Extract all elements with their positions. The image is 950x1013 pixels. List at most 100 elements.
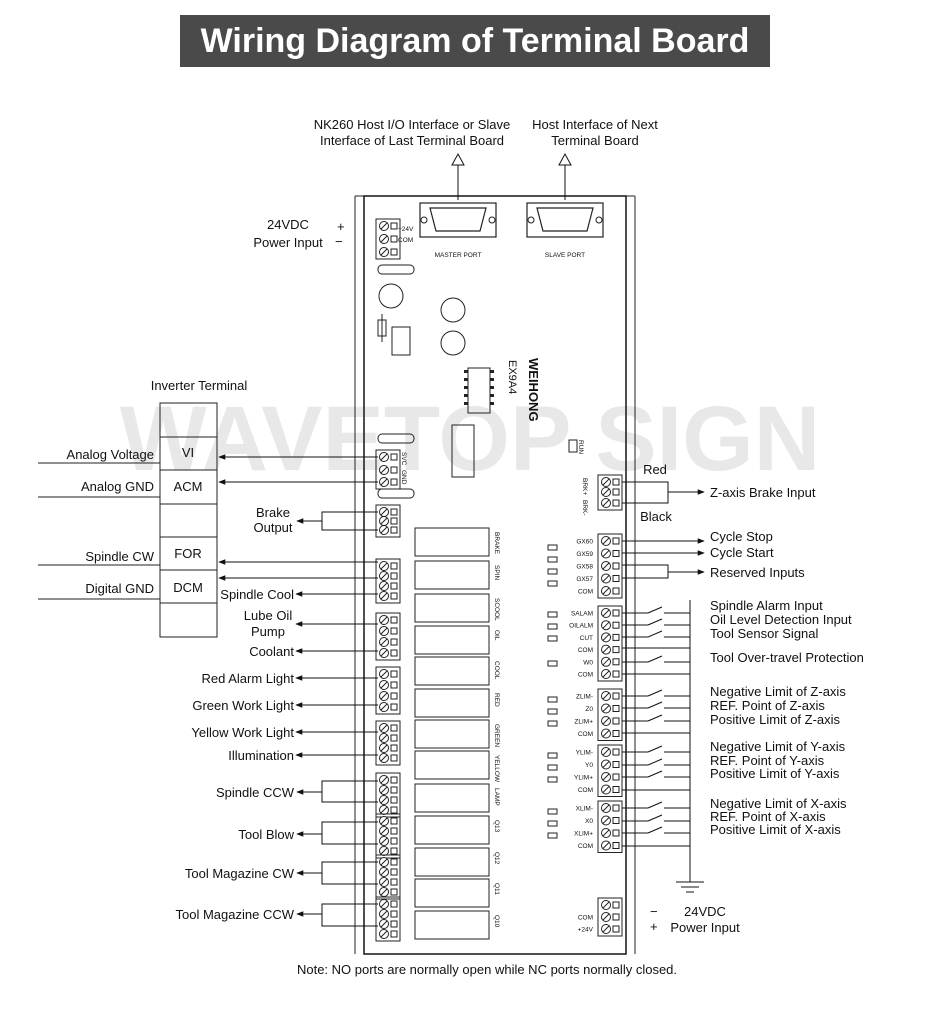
relay-label: RED [493, 693, 500, 707]
inverter-wires [218, 454, 378, 581]
label-green-work-light: Green Work Light [192, 698, 294, 713]
status-led [547, 635, 558, 642]
relay-scool [414, 593, 490, 623]
relay-label: YELLOW [493, 755, 500, 783]
pin-gnd: GND [400, 470, 407, 485]
brake-input-wires [622, 481, 705, 504]
port-arrows [451, 152, 572, 200]
board-brand: WEIHONG [526, 358, 541, 422]
status-led [547, 696, 558, 703]
label-lube-oil-1: Lube Oil [244, 608, 293, 623]
bottom-plus: + [650, 919, 658, 934]
slave-port-connector [526, 202, 604, 238]
terminal-tool-blow [375, 813, 401, 859]
label-z-brake-input: Z-axis Brake Input [710, 485, 816, 500]
status-led [547, 808, 558, 815]
label-pos-z: Positive Limit of Z-axis [710, 712, 841, 727]
relay-label: Q13 [493, 820, 500, 833]
label-ref-x: REF. Point of X-axis [710, 809, 826, 824]
label-brake-2: Output [253, 520, 292, 535]
label-digital-gnd: Digital GND [85, 581, 154, 596]
label-oil-level: Oil Level Detection Input [710, 612, 852, 627]
label-spindle-cool: Spindle Cool [220, 587, 294, 602]
status-led [547, 752, 558, 759]
pin-label: Z0 [585, 706, 593, 713]
top-minus: − [335, 234, 343, 249]
label-pos-y: Positive Limit of Y-axis [710, 766, 840, 781]
relay-lamp [414, 783, 490, 813]
run-led-label: RUN [577, 440, 584, 454]
relay-label: GREEN [493, 724, 500, 747]
label-tool-sensor: Tool Sensor Signal [710, 626, 819, 641]
pin-label: XLIM- [576, 806, 593, 813]
label-neg-z: Negative Limit of Z-axis [710, 684, 846, 699]
pin-label: GX60 [576, 539, 593, 546]
top-power-24vdc: 24VDC [267, 217, 309, 232]
top-pin-com: COM [398, 237, 413, 244]
pin-label: XLIM+ [574, 831, 593, 838]
terminal-spindle [375, 558, 401, 604]
pin-label: COM [578, 731, 593, 738]
pin-label: GX59 [576, 551, 593, 558]
top-pin-24v: +24V [398, 226, 414, 233]
label-coolant: Coolant [249, 644, 294, 659]
label-analog-gnd: Analog GND [81, 479, 154, 494]
pin-label: COM [578, 843, 593, 850]
status-led [547, 776, 558, 783]
pin-svc: SVC [400, 452, 407, 466]
terminal-y-limits [597, 744, 623, 797]
label-cycle-start: Cycle Start [710, 545, 774, 560]
label-illumination: Illumination [228, 748, 294, 763]
pin-label: YLIM- [576, 750, 593, 757]
terminal-blocks: GX60GX59GX58GX57COMSALAMOILALMCUTCOMW0CO… [375, 218, 623, 942]
terminal-gx [597, 533, 623, 599]
pin-label: SALAM [571, 611, 593, 618]
label-tool-magazine-ccw: Tool Magazine CCW [176, 907, 295, 922]
next-interface-line1: Host Interface of Next [532, 117, 658, 132]
label-spindle-alarm: Spindle Alarm Input [710, 598, 823, 613]
status-led [547, 764, 558, 771]
input-switches [622, 606, 690, 847]
ic-pins [464, 370, 494, 405]
bottom-power-input: Power Input [670, 920, 740, 935]
relay-q12 [414, 847, 490, 877]
status-led [547, 660, 558, 667]
relay-label: SPIN [493, 565, 500, 580]
relay-brake [414, 527, 490, 557]
terminal-analog [375, 449, 401, 490]
terminal-z-limits [597, 688, 623, 741]
label-reserved-inputs: Reserved Inputs [710, 565, 805, 580]
terminal-x-limits [597, 800, 623, 853]
pin-label: YLIM+ [574, 775, 593, 782]
status-led [547, 544, 558, 551]
pin-label: GX58 [576, 564, 593, 571]
pin-label: W0 [583, 659, 593, 666]
label-analog-voltage: Analog Voltage [67, 447, 154, 462]
status-led [547, 720, 558, 727]
bottom-minus: − [650, 904, 658, 919]
pin-label: ZLIM- [576, 694, 593, 701]
pin-label: GX57 [576, 576, 593, 583]
master-port-label: MASTER PORT [435, 252, 482, 259]
relay-q10 [414, 910, 490, 940]
pin-label: COM [578, 647, 593, 654]
label-red-wire: Red [643, 462, 667, 477]
label-spindle-ccw: Spindle CCW [216, 785, 295, 800]
top-plus: + [337, 219, 345, 234]
pin-label: CUT [580, 635, 593, 642]
inverter-cell-dcm: DCM [173, 580, 203, 595]
label-pos-x: Positive Limit of X-axis [710, 822, 841, 837]
label-tool-overtravel: Tool Over-travel Protection [710, 650, 864, 665]
pin-label: ZLIM+ [574, 719, 593, 726]
pin-label: COM [578, 915, 593, 922]
terminal-power-bottom [597, 897, 623, 937]
relay-cool [414, 656, 490, 686]
pin-label: +24V [578, 927, 594, 934]
inverter-cell-vi: VI [182, 445, 194, 460]
left-output-wires [295, 511, 378, 927]
page-title: Wiring Diagram of Terminal Board [200, 21, 750, 60]
board-model: EX9A4 [506, 360, 518, 394]
label-neg-x: Negative Limit of X-axis [710, 796, 847, 811]
pin-brk-plus: BRK+ [581, 478, 588, 495]
label-cycle-stop: Cycle Stop [710, 529, 773, 544]
